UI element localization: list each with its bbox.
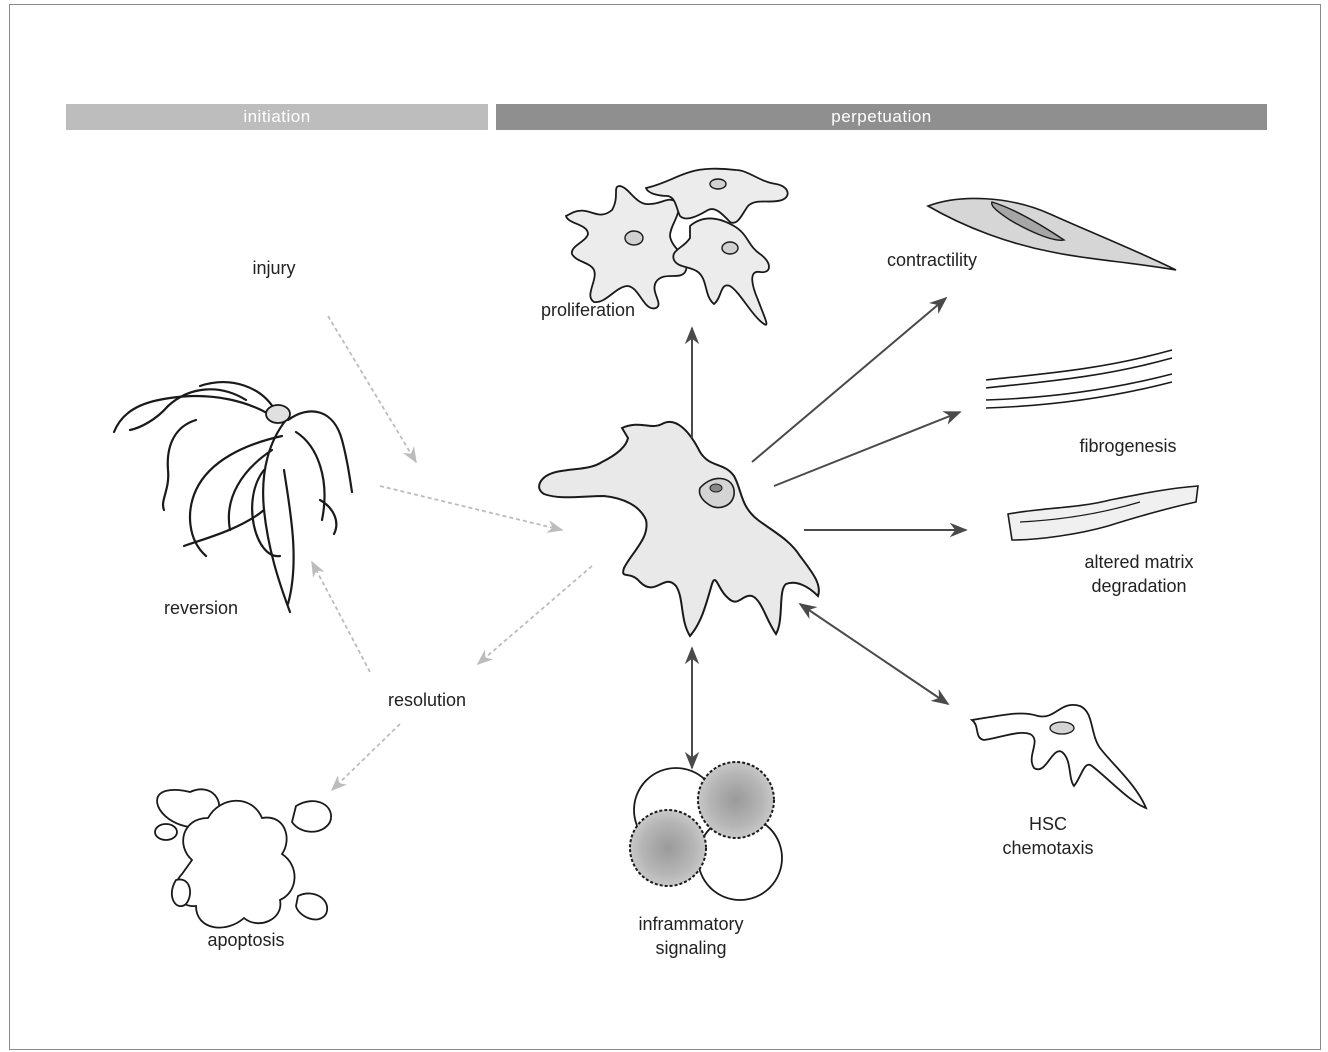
inflammatory-line2: signaling <box>626 936 756 960</box>
inflammatory-signaling-label: inframmatory signaling <box>626 912 756 960</box>
hsc-line1: HSC <box>990 812 1106 836</box>
altered-matrix-line1: altered matrix <box>1064 550 1214 574</box>
contractility-label: contractility <box>868 248 996 272</box>
quiescent-stellate-cell <box>114 382 352 612</box>
apoptosis-label: apoptosis <box>190 928 302 952</box>
resolution-label: resolution <box>372 688 482 712</box>
hsc-chemotaxis-label: HSC chemotaxis <box>990 812 1106 860</box>
migrating-hsc-cell <box>972 705 1146 808</box>
activated-stellate-cell <box>539 422 819 636</box>
reversion-label: reversion <box>148 596 254 620</box>
degraded-matrix-fibre <box>1008 486 1198 540</box>
apoptotic-bodies <box>155 789 331 927</box>
fibrogenesis-label: fibrogenesis <box>1060 434 1196 458</box>
proliferation-label: proliferation <box>520 298 656 322</box>
injury-label: injury <box>230 256 318 280</box>
quiescent-cell-nucleus <box>266 405 290 423</box>
hsc-line2: chemotaxis <box>990 836 1106 860</box>
initiation-resolution-arrows <box>312 316 592 790</box>
collagen-fibres <box>986 350 1172 408</box>
altered-matrix-label: altered matrix degradation <box>1064 550 1214 598</box>
altered-matrix-line2: degradation <box>1064 574 1214 598</box>
inflammatory-cells <box>630 762 782 900</box>
inflammatory-line1: inframmatory <box>626 912 756 936</box>
